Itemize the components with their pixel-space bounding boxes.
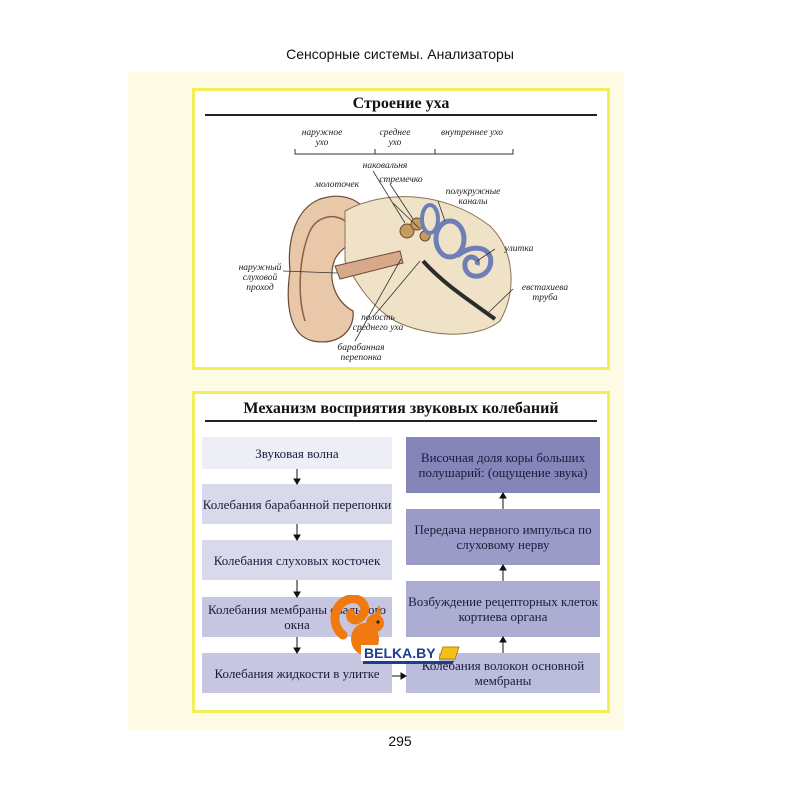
left-step-1: Звуковая волна [202, 437, 392, 469]
mechanism-panel: Механизм восприятия звуковых колебаний З… [192, 391, 610, 713]
left-step-3: Колебания слуховых косточек [202, 540, 392, 580]
flow-arrows [293, 469, 507, 680]
right-step-1: Височная доля коры больших полушарий: (о… [406, 437, 600, 493]
right-step-2: Передача нервного импульса по слуховому … [406, 509, 600, 565]
label-anvil: наковальня [362, 161, 408, 171]
belka-logo: BELKA.BY [325, 594, 465, 675]
section-label-middle: среднее ухо [379, 128, 411, 148]
left-step-5: Колебания жидкости в улитке [202, 653, 392, 693]
ear-structure-panel: Строение уха [192, 88, 610, 370]
label-cochlea: улитка [504, 244, 534, 254]
label-ear-canal: наружный слуховой проход [238, 263, 282, 293]
left-step-2: Колебания барабанной перепонки [202, 484, 392, 524]
section-label-inner: внутреннее ухо [441, 128, 503, 138]
watermark-text: BELKA.BY [361, 645, 439, 661]
label-stirrup: стремечко [379, 175, 423, 185]
label-middle-ear-cavity: полость среднего уха [352, 313, 404, 333]
ear-diagram [282, 149, 514, 343]
label-eustachian-tube: евстахиева труба [521, 283, 569, 303]
mechanism-title-rule [205, 420, 597, 422]
ear-title-rule [205, 114, 597, 116]
label-canals: полукружные каналы [445, 187, 501, 207]
squirrel-icon [330, 594, 460, 664]
ear-panel-title: Строение уха [352, 95, 450, 112]
section-label-outer: наружное ухо [301, 128, 343, 148]
right-step-3: Возбуждение рецепторных клеток кортиева … [406, 581, 600, 637]
label-hammer: молоточек [314, 180, 360, 190]
page-header: Сенсорные системы. Анализаторы [286, 46, 514, 62]
page-number: 295 [388, 733, 412, 749]
label-eardrum: барабанная перепонка [337, 343, 385, 363]
mechanism-panel-title: Механизм восприятия звуковых колебаний [243, 400, 559, 417]
